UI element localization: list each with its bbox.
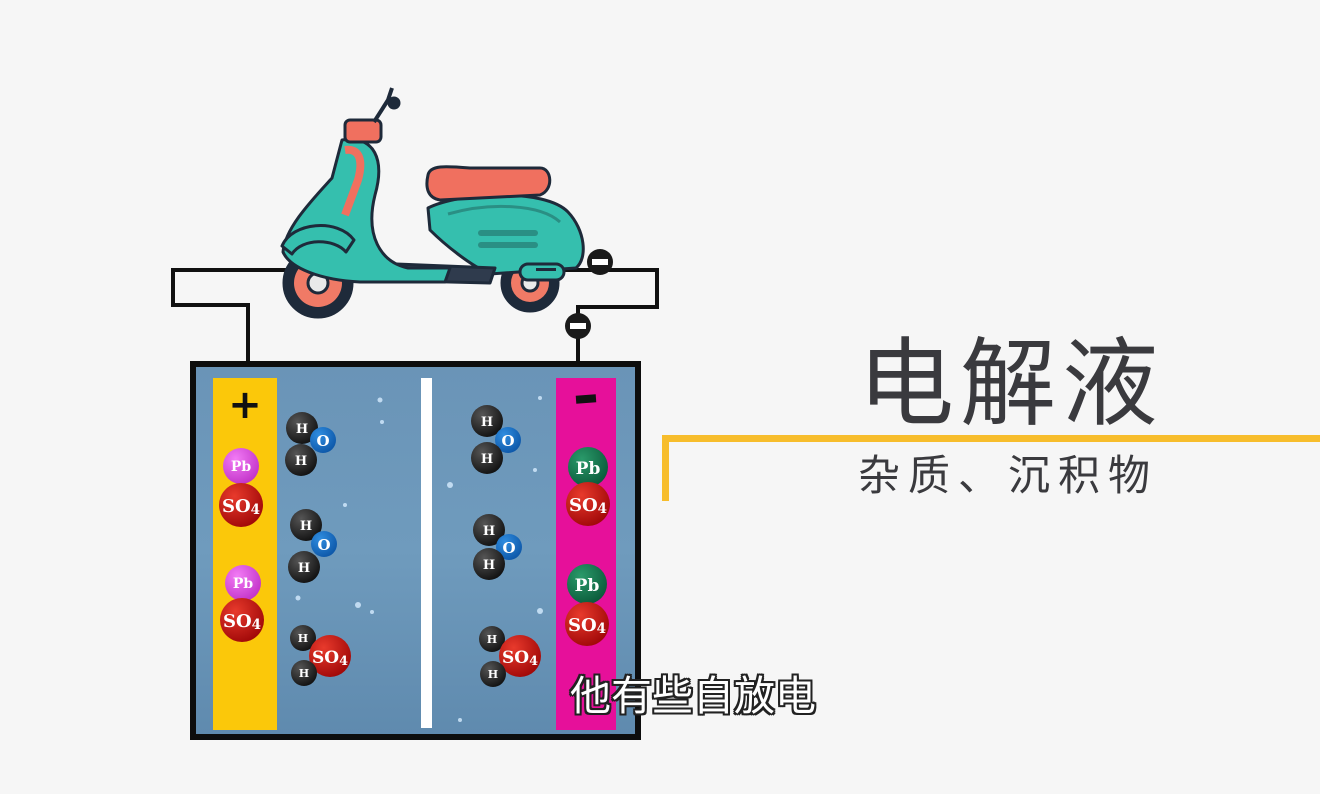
svg-text:H: H <box>298 632 308 645</box>
sulfuric-acid-molecule: H SO4 H <box>479 626 541 687</box>
svg-text:H: H <box>300 519 312 534</box>
accent-tick <box>662 435 669 501</box>
pb-atom: Pb <box>568 447 608 487</box>
svg-text:O: O <box>502 539 515 557</box>
svg-text:SO4: SO4 <box>502 648 538 669</box>
right-electrolyte-molecules: H O H H O H H SO4 H <box>471 405 541 687</box>
svg-text:SO4: SO4 <box>223 611 261 633</box>
pb-atom: Pb <box>225 565 261 601</box>
water-molecule: H O H <box>473 514 522 580</box>
left-electrolyte-molecules: H O H H O H H SO4 H <box>285 412 351 686</box>
battery-cell: + <box>190 361 641 740</box>
svg-text:H: H <box>487 633 497 646</box>
svg-text:H: H <box>299 667 309 680</box>
svg-text:SO4: SO4 <box>312 648 348 669</box>
water-molecule: H O H <box>288 509 337 583</box>
negative-plate-ions: Pb SO4 Pb SO4 <box>565 447 610 646</box>
negative-terminal-icon <box>565 313 591 339</box>
svg-text:H: H <box>488 668 498 681</box>
svg-text:H: H <box>483 558 495 573</box>
water-molecule: H O H <box>285 412 336 476</box>
svg-text:H: H <box>483 524 495 539</box>
separator <box>421 378 432 728</box>
sulfuric-acid-molecule: H SO4 H <box>290 625 351 686</box>
so4-ion: SO4 <box>566 482 610 526</box>
so4-ion: SO4 <box>219 483 263 527</box>
svg-text:H: H <box>481 415 493 430</box>
svg-text:SO4: SO4 <box>568 615 606 637</box>
water-molecule: H O H <box>471 405 521 474</box>
svg-text:O: O <box>316 432 329 450</box>
svg-text:O: O <box>501 432 514 450</box>
negative-plate <box>556 378 616 730</box>
so4-ion: SO4 <box>565 602 609 646</box>
pb-atom: Pb <box>567 564 607 604</box>
video-caption: 他有些自放电 <box>570 672 816 720</box>
positive-plate <box>213 378 277 730</box>
svg-text:H: H <box>295 454 307 469</box>
svg-text:Pb: Pb <box>576 459 601 479</box>
negative-terminal-icon <box>575 394 597 404</box>
scooter-icon <box>280 87 585 319</box>
svg-text:O: O <box>317 536 330 554</box>
svg-text:SO4: SO4 <box>569 495 607 517</box>
svg-text:SO4: SO4 <box>222 496 260 518</box>
pb-atom: Pb <box>223 448 259 484</box>
positive-plate-ions: Pb SO4 Pb SO4 <box>219 448 264 642</box>
svg-text:H: H <box>296 422 308 437</box>
svg-text:Pb: Pb <box>233 576 254 592</box>
so4-ion: SO4 <box>220 598 264 642</box>
positive-terminal-icon: + <box>228 382 262 428</box>
negative-terminal-icon <box>587 249 613 275</box>
svg-text:H: H <box>481 452 493 467</box>
svg-text:Pb: Pb <box>231 459 252 475</box>
accent-bar <box>662 435 1320 442</box>
svg-text:H: H <box>298 561 310 576</box>
page-subtitle: 杂质、沉积物 <box>858 451 1159 500</box>
svg-text:Pb: Pb <box>575 576 600 596</box>
page-title: 电解液 <box>858 328 1164 440</box>
